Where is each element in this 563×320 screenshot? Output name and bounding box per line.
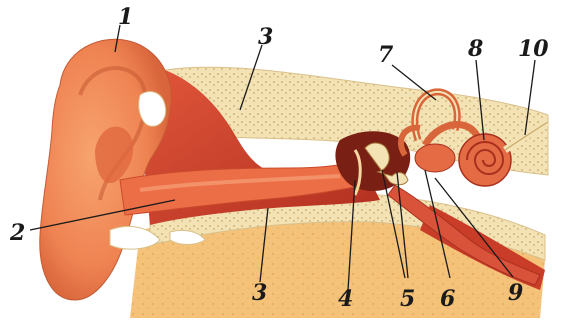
cochlea [459, 134, 511, 186]
label-3-upper: 3 [258, 24, 273, 50]
label-1: 1 [118, 4, 133, 30]
label-4: 4 [338, 286, 353, 312]
label-2: 2 [9, 220, 25, 246]
label-5: 5 [400, 286, 415, 312]
label-6: 6 [440, 286, 455, 312]
cartilage-patch [139, 92, 166, 127]
vestibule [415, 144, 455, 172]
label-10: 10 [518, 36, 549, 62]
label-9: 9 [508, 280, 523, 306]
label-7: 7 [378, 42, 394, 68]
label-8: 8 [467, 36, 483, 62]
label-3-lower: 3 [252, 280, 267, 306]
